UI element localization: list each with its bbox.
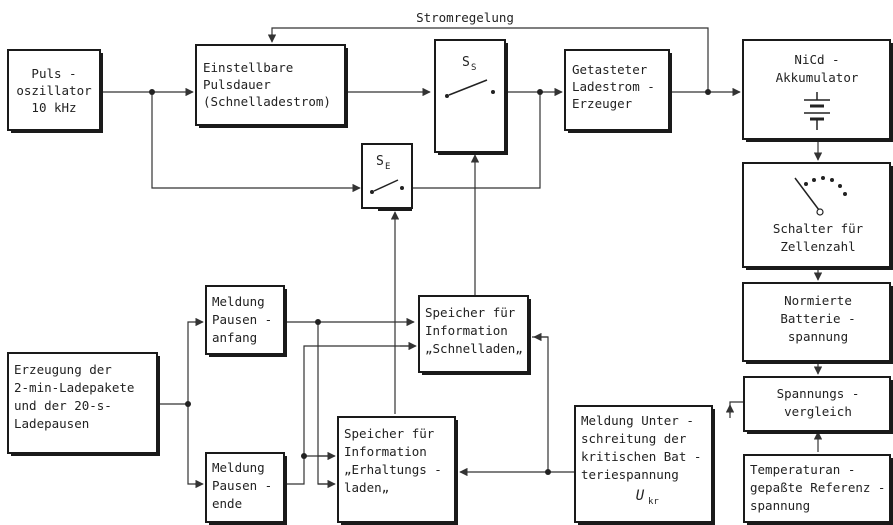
svg-text:Information: Information — [344, 444, 427, 459]
block-undervoltage-message: Meldung Unter - schreitung der kritische… — [574, 405, 715, 525]
block-pause-end: Meldung Pausen - ende — [205, 452, 287, 525]
block-store-fast-charge: Speicher für Information „Schnelladen„ — [418, 295, 531, 375]
svg-text:gepaßte Referenz -: gepaßte Referenz - — [750, 480, 885, 495]
u-kr-subscript: kr — [648, 497, 659, 507]
svg-text:Zellenzahl: Zellenzahl — [780, 239, 855, 254]
svg-text:E: E — [385, 162, 390, 172]
svg-text:teriespannung: teriespannung — [581, 467, 679, 482]
svg-text:schreitung der: schreitung der — [581, 431, 687, 446]
svg-text:Meldung: Meldung — [212, 294, 265, 309]
connections — [100, 27, 823, 489]
svg-text:Akkumulator: Akkumulator — [776, 70, 859, 85]
block-pause-start: Meldung Pausen - anfang — [205, 285, 287, 357]
block-store-maintenance-charge: Speicher für Information „Erhaltungs - l… — [337, 416, 458, 525]
svg-text:Schalter für: Schalter für — [773, 221, 864, 236]
svg-text:Speicher für: Speicher für — [344, 426, 435, 441]
switch-s-e: S E — [361, 143, 413, 211]
svg-text:S: S — [471, 63, 476, 73]
svg-text:Pulsdauer: Pulsdauer — [203, 77, 271, 92]
switch-s-s: S S — [434, 39, 508, 155]
svg-text:Speicher für: Speicher für — [425, 305, 516, 320]
block-pulse-duration: Einstellbare Pulsdauer (Schnelladestrom) — [195, 44, 348, 128]
block-cell-switch: Schalter für Zellenzahl — [742, 162, 893, 270]
svg-text:Einstellbare: Einstellbare — [203, 60, 293, 75]
svg-text:oszillator: oszillator — [16, 83, 92, 98]
svg-text:Meldung Unter -: Meldung Unter - — [581, 413, 694, 428]
svg-text:10 kHz: 10 kHz — [31, 100, 76, 115]
rotary-switch-icon — [794, 176, 847, 216]
block-nicd-battery: NiCd - Akkumulator — [742, 39, 893, 142]
svg-text:S: S — [462, 55, 470, 70]
svg-text:Information: Information — [425, 323, 508, 338]
svg-text:Erzeugung der: Erzeugung der — [14, 362, 112, 377]
block-pulse-oscillator: Puls - oszillator 10 kHz — [7, 49, 103, 133]
junction-dots — [149, 89, 711, 475]
svg-text:Pausen -: Pausen - — [212, 312, 272, 327]
svg-text:Temperaturan -: Temperaturan - — [750, 462, 855, 477]
svg-text:Normierte: Normierte — [784, 293, 852, 308]
svg-text:„Erhaltungs -: „Erhaltungs - — [344, 462, 442, 477]
svg-text:Ladepausen: Ladepausen — [14, 416, 89, 431]
svg-text:S: S — [376, 154, 384, 169]
u-kr-symbol: U — [636, 488, 645, 504]
svg-text:Getasteter: Getasteter — [572, 62, 648, 77]
svg-text:Erzeuger: Erzeuger — [572, 96, 633, 111]
svg-text:NiCd -: NiCd - — [794, 52, 839, 67]
block-charge-current-generator: Getasteter Ladestrom - Erzeuger — [564, 49, 672, 133]
svg-text:Pausen -: Pausen - — [212, 478, 272, 493]
block-packet-generator: Erzeugung der 2-min-Ladepakete und der 2… — [7, 352, 160, 456]
svg-text:Ladestrom -: Ladestrom - — [572, 79, 655, 94]
svg-text:spannung: spannung — [788, 329, 848, 344]
svg-text:laden„: laden„ — [344, 480, 389, 495]
block-voltage-compare: Spannungs - vergleich — [743, 376, 893, 434]
svg-text:ende: ende — [212, 496, 242, 511]
svg-text:Spannungs -: Spannungs - — [777, 386, 860, 401]
svg-text:anfang: anfang — [212, 330, 257, 345]
battery-icon — [804, 92, 830, 130]
svg-text:spannung: spannung — [750, 498, 810, 513]
svg-text:und der 20-s-: und der 20-s- — [14, 398, 112, 413]
block-temp-reference: Temperaturan - gepaßte Referenz - spannu… — [743, 454, 893, 525]
svg-text:vergleich: vergleich — [784, 404, 852, 419]
svg-text:„Schnelladen„: „Schnelladen„ — [425, 341, 523, 356]
svg-text:Batterie -: Batterie - — [780, 311, 855, 326]
svg-text:Puls -: Puls - — [31, 66, 76, 81]
feedback-label: Stromregelung — [416, 10, 514, 25]
svg-text:Meldung: Meldung — [212, 460, 265, 475]
svg-text:kritischen Bat -: kritischen Bat - — [581, 449, 701, 464]
svg-text:(Schnelladestrom): (Schnelladestrom) — [203, 94, 331, 109]
svg-text:2-min-Ladepakete: 2-min-Ladepakete — [14, 380, 134, 395]
block-normalized-voltage: Normierte Batterie - spannung — [742, 282, 893, 364]
